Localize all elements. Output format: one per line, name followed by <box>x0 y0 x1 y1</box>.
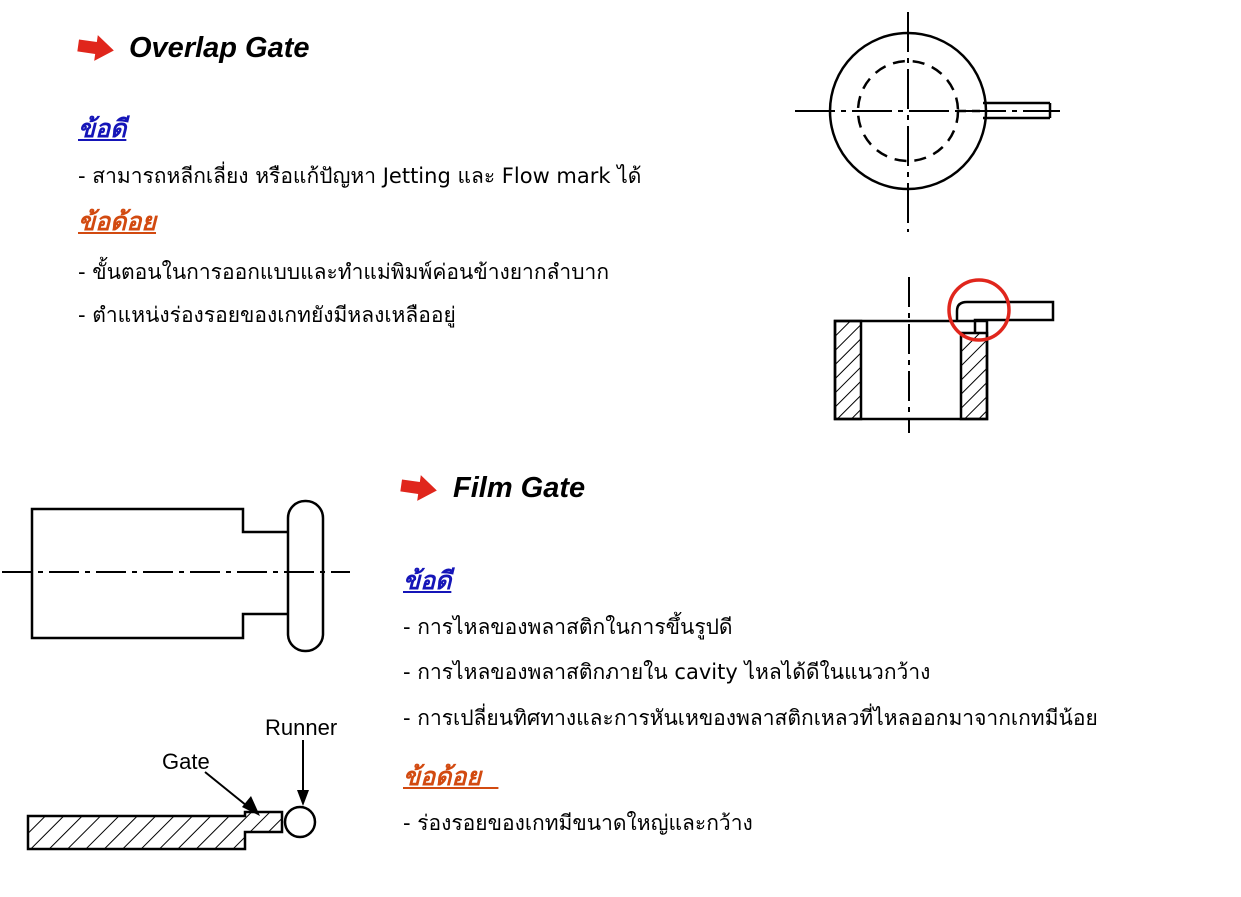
overlap-cons-heading: ข้อด้อย <box>78 207 157 236</box>
gate-highlight-circle <box>947 278 1011 342</box>
right-arrow-icon <box>400 475 437 501</box>
gate-label: Gate <box>162 749 210 774</box>
film-pro-item: - การไหลของพลาสติกในการขึ้นรูปดี <box>403 615 733 639</box>
overlap-pros-heading: ข้อดี <box>78 114 127 143</box>
film-pros-heading: ข้อดี <box>403 566 452 595</box>
overlap-gate-top-view <box>795 12 1060 232</box>
overlap-con-item: - ตำแหน่งร่องรอยของเกทยังมีหลงเหลืออยู่ <box>78 303 456 327</box>
film-pro-item: - การเปลี่ยนทิศทางและการหันเหของพลาสติกเ… <box>403 706 1098 730</box>
right-arrow-icon <box>77 35 114 61</box>
runner-label: Runner <box>265 715 337 740</box>
overlap-pro-item: - สามารถหลีกเลี่ยง หรือแก้ปัญหา Jetting … <box>78 164 642 188</box>
overlap-gate-title: Overlap Gate <box>129 32 310 64</box>
film-gate-title: Film Gate <box>453 472 586 504</box>
film-gate-section-view: Runner Gate <box>26 715 337 851</box>
film-con-item: - ร่องรอยของเกทมีขนาดใหญ่และกว้าง <box>403 811 753 835</box>
film-gate-side-view <box>2 499 350 653</box>
overlap-con-item: - ขั้นตอนในการออกแบบและทำแม่พิมพ์ค่อนข้า… <box>78 260 610 284</box>
overlap-gate-section-view <box>833 277 1055 433</box>
film-cons-heading: ข้อด้อย <box>403 762 499 791</box>
film-pro-item: - การไหลของพลาสติกภายใน cavity ไหลได้ดีใ… <box>403 660 931 684</box>
